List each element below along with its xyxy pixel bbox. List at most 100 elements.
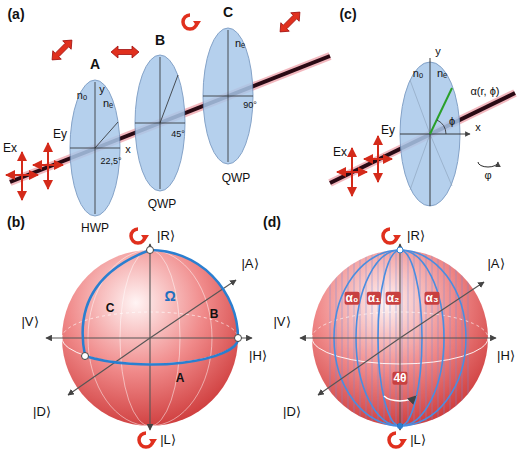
panel-a-optics	[183, 15, 201, 29]
panel-c-optics	[400, 134, 470, 135]
poincare-sphere-b	[46, 244, 252, 430]
panel-a-optics	[276, 8, 304, 36]
panel-c-optics	[430, 134, 452, 186]
axis-label: x	[475, 122, 481, 134]
poincare-sphere-d	[397, 247, 403, 253]
panel-a-optics	[6, 8, 330, 216]
retardance-label: α₃	[425, 292, 440, 305]
retardance-label: α₀	[345, 292, 360, 305]
poincare-sphere-d	[300, 229, 496, 447]
poincare-sphere-b	[68, 338, 150, 395]
state-label: |L⟩	[410, 433, 426, 447]
index-label: nₑ	[437, 68, 447, 80]
panel-a-optics	[70, 30, 253, 214]
panel-letter: (b)	[7, 215, 25, 230]
poincare-sphere-b	[46, 229, 252, 447]
poincare-sphere-b	[149, 244, 150, 338]
poincare-sphere-d	[384, 396, 416, 401]
state-label: |H⟩	[497, 349, 515, 363]
retardance-label: α₁	[367, 292, 381, 305]
panel-c-optics	[410, 80, 430, 134]
poincare-sphere-b	[150, 250, 238, 338]
panel-c-optics	[410, 80, 452, 190]
panel-a-optics	[160, 75, 178, 123]
axis-label: y	[435, 46, 441, 58]
panel-c-optics	[430, 88, 452, 134]
panel-c-optics	[410, 134, 430, 190]
poincare-sphere-d	[300, 337, 400, 338]
axis-label: y	[99, 84, 105, 96]
path-letter: B	[210, 308, 219, 321]
poincare-sphere-b	[46, 337, 150, 338]
panel-a-optics	[48, 36, 76, 64]
plate-name: QWP	[148, 198, 177, 211]
angle-label: 90°	[243, 101, 257, 110]
angle-label: φ	[484, 170, 491, 182]
panel-c-optics	[437, 120, 446, 134]
state-label: |V⟩	[273, 315, 290, 329]
panel-a-optics	[95, 122, 118, 148]
field-label: Ey	[381, 124, 395, 137]
plate-name: HWP	[81, 222, 109, 235]
panel-letter: (c)	[339, 7, 356, 22]
panel-c-optics	[478, 162, 498, 167]
index-label: nₒ	[413, 68, 423, 80]
path-letter: C	[106, 302, 115, 315]
plate-letter: B	[155, 33, 165, 48]
plate-letter: A	[90, 57, 100, 72]
path-letter: A	[176, 372, 185, 385]
angle-label: 4θ	[392, 372, 407, 385]
poincare-sphere-b	[82, 353, 89, 360]
poincare-sphere-b	[85, 338, 238, 364]
panel-a-optics	[6, 174, 38, 176]
plate-letter: C	[223, 5, 233, 20]
state-label: |H⟩	[249, 349, 267, 363]
angle-label: 45°	[171, 130, 185, 139]
panel-c-optics	[337, 171, 367, 173]
field-label: Ey	[53, 128, 67, 141]
state-label: |V⟩	[21, 315, 38, 329]
index-label: nₒ	[77, 90, 87, 102]
panel-c-optics	[364, 158, 392, 160]
field-label: Ex	[3, 142, 17, 155]
panel-c-optics	[330, 58, 515, 206]
poincare-sphere-d	[397, 423, 403, 429]
field-label: Ex	[333, 146, 347, 159]
retardance-label: α₂	[386, 292, 401, 305]
state-label: |A⟩	[487, 257, 504, 271]
poincare-sphere-b	[139, 433, 157, 447]
panel-letter: (d)	[263, 215, 281, 230]
poincare-sphere-b	[235, 335, 242, 342]
poincare-sphere-d	[389, 433, 407, 447]
panel-a-optics	[70, 80, 120, 216]
poincare-sphere-b	[131, 229, 149, 243]
poincare-sphere-b	[149, 338, 150, 430]
angle-label: α(r, ϕ)	[470, 86, 499, 98]
poincare-sphere-b	[83, 250, 150, 356]
state-label: |R⟩	[407, 229, 425, 243]
angle-label: ϕ	[449, 116, 455, 128]
poincare-sphere-b	[147, 247, 154, 254]
poincare-sphere-d	[318, 338, 400, 395]
panel-letter: (a)	[7, 7, 24, 22]
panel-a-optics	[203, 28, 253, 164]
state-label: |D⟩	[33, 405, 51, 419]
index-label: nₑ	[103, 98, 113, 110]
index-label: nₑ	[235, 38, 245, 50]
poincare-sphere-d	[400, 337, 496, 338]
state-label: |L⟩	[160, 433, 176, 447]
plate-name: QWP	[222, 172, 251, 185]
state-label: |D⟩	[283, 405, 301, 419]
poincare-sphere-b	[83, 250, 238, 364]
angle-label: 22,5°	[100, 157, 121, 166]
state-label: |A⟩	[241, 257, 258, 271]
panel-a-optics	[203, 96, 253, 97]
panel-a-optics	[33, 164, 63, 166]
poincare-sphere-d	[383, 229, 401, 243]
state-label: |R⟩	[157, 229, 175, 243]
poincare-sphere-d	[300, 244, 496, 430]
panel-a-optics	[111, 46, 139, 58]
solid-angle: Ω	[164, 289, 175, 304]
panel-a-optics	[135, 55, 185, 191]
